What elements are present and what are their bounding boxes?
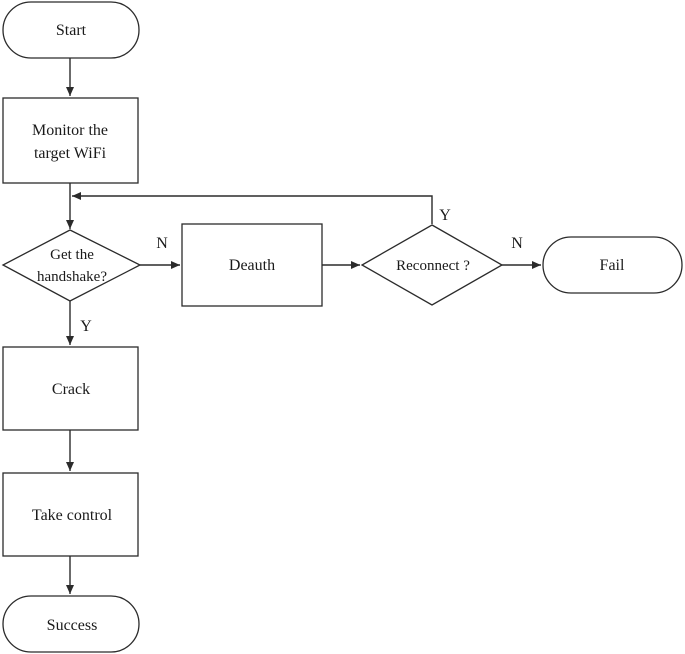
handshake-label-line-2: handshake?: [37, 269, 107, 285]
crack-label: Crack: [52, 381, 90, 398]
crack-node: Crack: [2, 346, 139, 431]
start-terminator-shape: [2, 1, 140, 59]
crack-process-shape: [2, 346, 139, 431]
monitor-process-shape: [2, 97, 139, 184]
handshake-decision: Get the handshake?: [1, 229, 142, 302]
monitor-node: Monitor the target WiFi: [2, 97, 139, 184]
handshake-yes-label: Y: [80, 318, 92, 335]
handshake-no-label: N: [156, 235, 168, 252]
reconnect-no-label: N: [511, 235, 523, 252]
take-control-label: Take control: [32, 507, 113, 524]
take-control-node: Take control: [2, 472, 139, 557]
handshake-label-line-1: Get the: [50, 247, 94, 263]
edge-reconnect-back-to-handshake: [72, 192, 433, 224]
start-label: Start: [56, 22, 87, 39]
take-control-process-shape: [2, 472, 139, 557]
fail-node: Fail: [542, 236, 683, 294]
reconnect-label: Reconnect ?: [396, 258, 470, 274]
reconnect-decision-shape: [360, 224, 504, 306]
handshake-decision-shape: [1, 229, 142, 302]
edge-labels: N Y Y N: [80, 207, 523, 335]
reconnect-decision: Reconnect ?: [360, 224, 504, 306]
success-node: Success: [2, 595, 140, 653]
start-node: Start: [2, 1, 140, 59]
deauth-label: Deauth: [229, 257, 275, 274]
fail-terminator-shape: [542, 236, 683, 294]
monitor-label-line-1: Monitor the: [32, 122, 108, 139]
monitor-label-line-2: target WiFi: [34, 145, 107, 162]
deauth-node: Deauth: [181, 223, 323, 307]
success-terminator-shape: [2, 595, 140, 653]
connectors: [66, 58, 541, 594]
reconnect-yes-label: Y: [439, 207, 451, 224]
deauth-process-shape: [181, 223, 323, 307]
success-label: Success: [47, 617, 98, 634]
fail-label: Fail: [600, 257, 625, 274]
